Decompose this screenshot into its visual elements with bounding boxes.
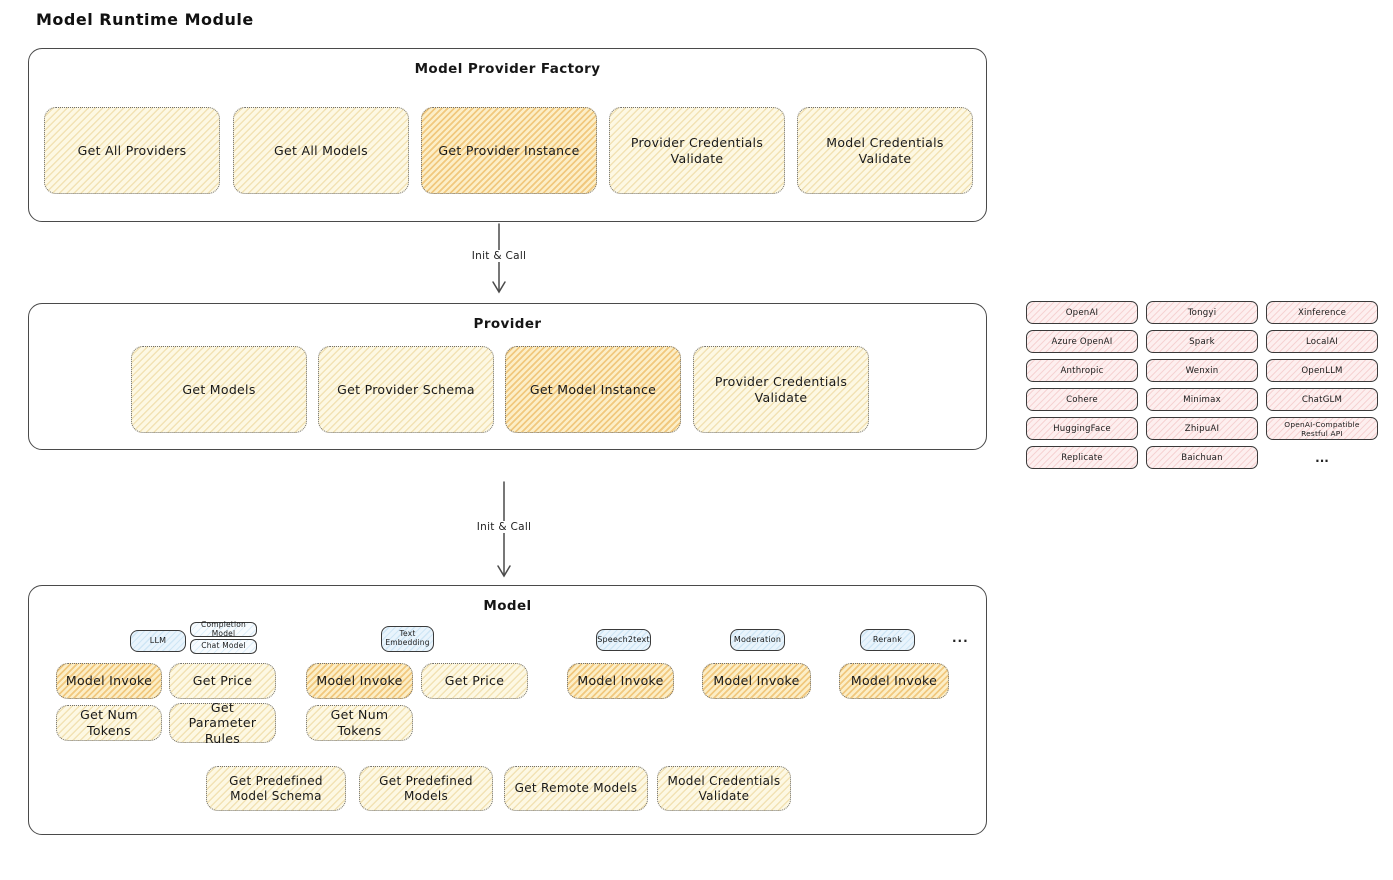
tab-text-embedding: Text Embedding xyxy=(381,626,434,652)
provider-pill-cohere: Cohere xyxy=(1026,388,1138,411)
factory-box: Model Provider Factory Get All Providers… xyxy=(28,48,987,222)
arrow2-label: Init & Call xyxy=(472,521,536,533)
provider-pill-zhipuai: ZhipuAI xyxy=(1146,417,1258,440)
factory-model-credentials-validate: Model Credentials Validate xyxy=(797,107,973,194)
tab-chat-model: Chat Model xyxy=(190,639,257,654)
provider-pill-xinference: Xinference xyxy=(1266,301,1378,324)
provider-provider-credentials-validate: Provider Credentials Validate xyxy=(693,346,869,433)
model-get-remote-models: Get Remote Models xyxy=(504,766,648,811)
factory-provider-credentials-validate: Provider Credentials Validate xyxy=(609,107,785,194)
provider-pill-minimax: Minimax xyxy=(1146,388,1258,411)
provider-pill-spark: Spark xyxy=(1146,330,1258,353)
provider-pill-openllm: OpenLLM xyxy=(1266,359,1378,382)
llm-get-price: Get Price xyxy=(169,663,276,699)
embedding-model-invoke: Model Invoke xyxy=(306,663,413,699)
provider-pill-azure-openai: Azure OpenAI xyxy=(1026,330,1138,353)
provider-list: OpenAI Tongyi Xinference Azure OpenAI Sp… xyxy=(1026,301,1378,469)
provider-pill-huggingface: HuggingFace xyxy=(1026,417,1138,440)
model-title: Model xyxy=(483,598,532,614)
provider-box: Provider Get Models Get Provider Schema … xyxy=(28,303,999,466)
factory-get-all-providers: Get All Providers xyxy=(44,107,220,194)
provider-pill-openai-compatible: OpenAI-Compatible Restful API xyxy=(1266,417,1378,440)
moderation-model-invoke: Model Invoke xyxy=(702,663,811,699)
provider-pill-tongyi: Tongyi xyxy=(1146,301,1258,324)
page-title: Model Runtime Module xyxy=(36,10,254,29)
factory-title: Model Provider Factory xyxy=(414,61,601,77)
arrow1-label: Init & Call xyxy=(467,250,531,262)
tab-llm: LLM xyxy=(130,630,186,652)
factory-get-all-models: Get All Models xyxy=(233,107,409,194)
model-get-predefined-models: Get Predefined Models xyxy=(359,766,493,811)
embedding-get-num-tokens: Get Num Tokens xyxy=(306,705,413,741)
tab-rerank: Rerank xyxy=(860,629,915,651)
tabs-ellipsis: ... xyxy=(952,631,969,645)
embedding-get-price: Get Price xyxy=(421,663,528,699)
provider-get-models: Get Models xyxy=(131,346,307,433)
provider-pill-replicate: Replicate xyxy=(1026,446,1138,469)
model-box: Model LLM Completion Model Chat Model Te… xyxy=(28,585,999,851)
provider-get-provider-schema: Get Provider Schema xyxy=(318,346,494,433)
llm-model-invoke: Model Invoke xyxy=(56,663,162,699)
provider-list-ellipsis: ... xyxy=(1315,450,1329,465)
tab-speech2text: Speech2text xyxy=(596,629,651,651)
provider-get-model-instance: Get Model Instance xyxy=(505,346,681,433)
model-get-predefined-model-schema: Get Predefined Model Schema xyxy=(206,766,346,811)
provider-pill-localai: LocalAI xyxy=(1266,330,1378,353)
provider-pill-baichuan: Baichuan xyxy=(1146,446,1258,469)
llm-get-num-tokens: Get Num Tokens xyxy=(56,705,162,741)
provider-pill-openai: OpenAI xyxy=(1026,301,1138,324)
tab-completion-model: Completion Model xyxy=(190,620,257,637)
speech2text-model-invoke: Model Invoke xyxy=(567,663,674,699)
llm-get-parameter-rules: Get Parameter Rules xyxy=(169,700,276,746)
provider-pill-wenxin: Wenxin xyxy=(1146,359,1258,382)
provider-pill-chatglm: ChatGLM xyxy=(1266,388,1378,411)
provider-pill-anthropic: Anthropic xyxy=(1026,359,1138,382)
rerank-model-invoke: Model Invoke xyxy=(839,663,949,699)
model-model-credentials-validate: Model Credentials Validate xyxy=(657,766,791,811)
factory-get-provider-instance: Get Provider Instance xyxy=(421,107,597,194)
tab-moderation: Moderation xyxy=(730,629,785,651)
provider-title: Provider xyxy=(473,316,542,332)
